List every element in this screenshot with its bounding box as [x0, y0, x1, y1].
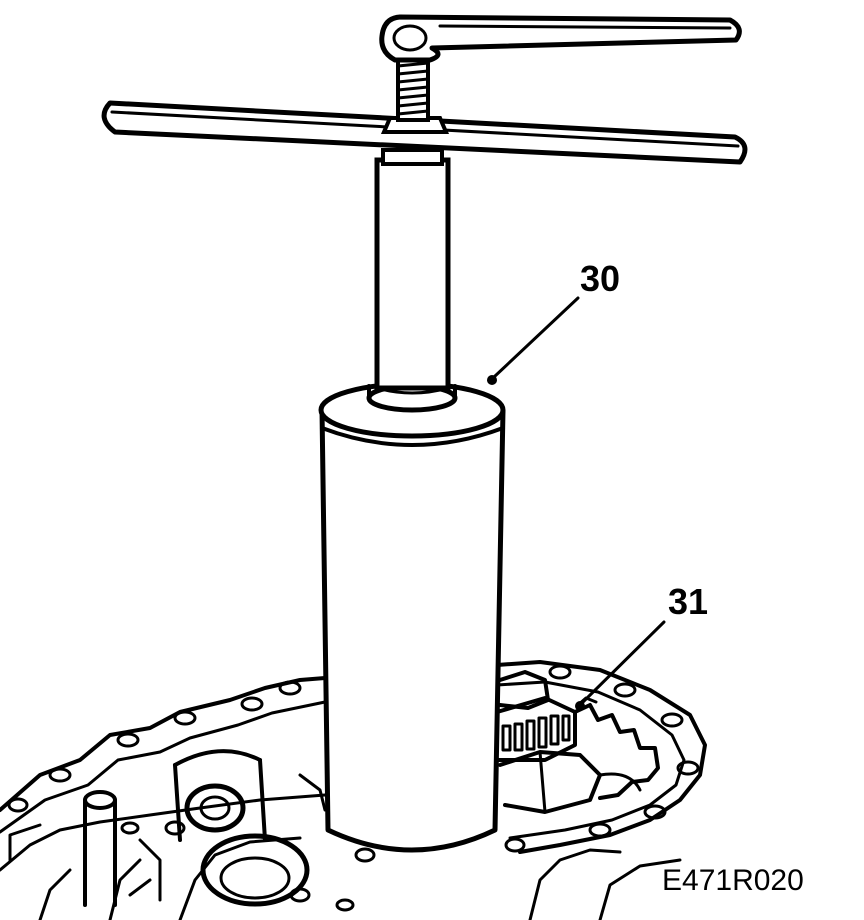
callout-30: 30	[580, 258, 620, 299]
spindle-body	[374, 157, 451, 391]
flange-bolt-holes	[7, 664, 700, 863]
leader-dot-30	[487, 375, 497, 385]
figure-reference: E471R020	[662, 864, 804, 897]
transmission-housing	[0, 660, 707, 920]
leader-dot-31	[575, 701, 585, 711]
callout-31: 31	[668, 581, 708, 622]
cylinder-sleeve	[319, 409, 506, 853]
leader-line-30	[492, 296, 580, 379]
leader-lines	[487, 296, 666, 711]
housing-internals	[8, 749, 355, 912]
puller-tool	[101, 14, 748, 853]
bearing-rollers	[501, 714, 571, 752]
leader-line-31	[580, 620, 666, 705]
wrench-handle	[379, 14, 742, 63]
differential-bearing	[495, 670, 660, 814]
